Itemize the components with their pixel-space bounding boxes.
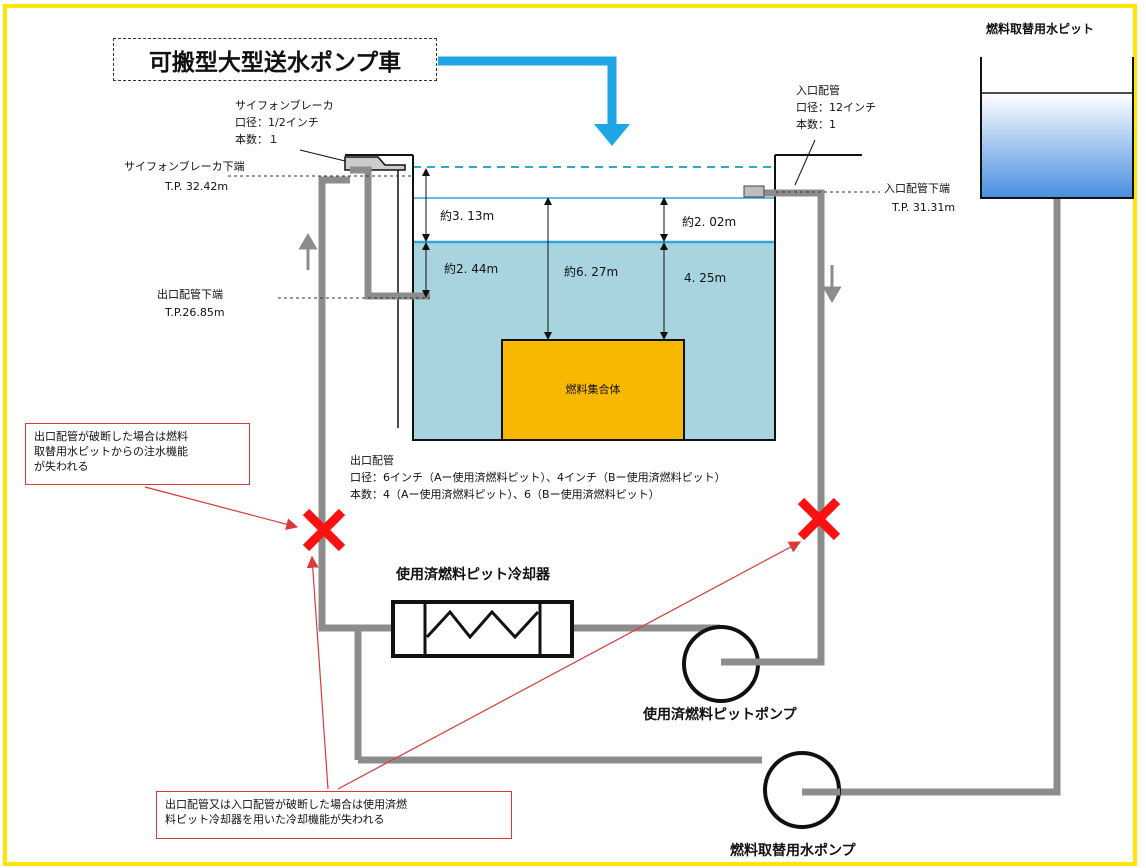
note-outlet-break-line-1: 出口配管が破断した場合は燃料 bbox=[34, 430, 188, 443]
break-mark-right bbox=[797, 497, 841, 541]
frame-border bbox=[3, 4, 1137, 866]
reserve-pump-label: 燃料取替用水ポンプ bbox=[730, 843, 856, 859]
piping bbox=[318, 166, 1061, 796]
cooler-label: 使用済燃料ピット冷却器 bbox=[396, 567, 550, 583]
flow-arrows bbox=[298, 233, 842, 303]
inlet-pipe-bottom-label: 入口配管下端 bbox=[884, 182, 950, 195]
siphon-breaker-shape bbox=[344, 154, 413, 428]
measurement-arrows bbox=[422, 168, 668, 340]
note-outlet-break: 出口配管が破断した場合は燃料 取替用水ピットからの注水機能 が失われる bbox=[25, 423, 250, 485]
outlet-pipe-inner bbox=[350, 166, 430, 300]
measurement-2-44: 約2. 44m bbox=[444, 262, 499, 276]
inlet-pipe-bottom-tp: T.P. 31.31m bbox=[892, 201, 956, 214]
note-cooler-break-line-2: 料ピット冷却器を用いた冷却機能が失われる bbox=[165, 813, 385, 826]
outlet-pipe-bottom-tp: T.P.26.85m bbox=[165, 306, 225, 319]
break-marks bbox=[302, 497, 841, 552]
break-mark-left bbox=[302, 508, 346, 552]
measurement-2-02: 約2. 02m bbox=[682, 215, 737, 229]
siphon-breaker-title: サイフォンブレーカ bbox=[235, 99, 334, 112]
reserve-line bbox=[805, 198, 1061, 796]
leader-lines bbox=[299, 139, 816, 186]
measurement-4-25: 4. 25m bbox=[684, 271, 727, 285]
outlet-pipe-title: 出口配管 bbox=[350, 454, 394, 467]
outlet-pipe-count: 本数：4（Aー使用済燃料ピット）、6（Bー使用済燃料ピット） bbox=[350, 488, 660, 501]
fuel-assembly-label: 燃料集合体 bbox=[565, 383, 621, 396]
note-outlet-break-line-2: 取替用水ピットからの注水機能 bbox=[34, 445, 188, 458]
siphon-breaker-diameter: 口径：1/2インチ bbox=[235, 116, 319, 129]
inlet-pipe-title: 入口配管 bbox=[796, 84, 840, 97]
reference-lines bbox=[228, 175, 880, 299]
truck-flow-arrow bbox=[438, 56, 630, 146]
truck-label: 可搬型大型送水ポンプ車 bbox=[113, 38, 437, 81]
measurement-6-27: 約6. 27m bbox=[564, 265, 619, 279]
note-outlet-break-line-3: が失われる bbox=[34, 460, 89, 473]
outlet-pipe-bottom-label: 出口配管下端 bbox=[157, 288, 223, 301]
return-pipe bbox=[720, 189, 825, 666]
siphon-breaker-bottom-label: サイフォンブレーカ下端 bbox=[124, 160, 245, 173]
measurement-3-13: 約3. 13m bbox=[440, 209, 495, 223]
spent-fuel-pit bbox=[412, 154, 862, 441]
inlet-pipe-count: 本数：1 bbox=[796, 118, 836, 131]
inlet-pipe-end bbox=[743, 185, 765, 198]
spent-fuel-pump-label: 使用済燃料ピットポンプ bbox=[643, 707, 797, 723]
reserve-pit-label: 燃料取替用水ピット bbox=[986, 22, 1095, 36]
inlet-pipe-diameter: 口径：12インチ bbox=[796, 101, 876, 114]
callout-lines bbox=[144, 486, 802, 790]
fuel-assembly-box bbox=[501, 339, 685, 441]
cooler-symbol bbox=[391, 600, 574, 658]
note-cooler-break-line-1: 出口配管又は入口配管が破断した場合は使用済燃 bbox=[165, 798, 407, 811]
siphon-breaker-count: 本数：１ bbox=[235, 133, 279, 146]
outlet-pipe-diameter: 口径：6インチ（Aー使用済燃料ピット）、4インチ（Bー使用済燃料ピット） bbox=[350, 471, 726, 484]
reserve-pit bbox=[980, 57, 1134, 199]
siphon-breaker-bottom-tp: T.P. 32.42m bbox=[165, 180, 229, 193]
note-cooler-break: 出口配管又は入口配管が破断した場合は使用済燃 料ピット冷却器を用いた冷却機能が失… bbox=[156, 791, 512, 839]
outlet-pipe-left bbox=[318, 176, 395, 632]
reserve-pit-water bbox=[981, 93, 1133, 197]
